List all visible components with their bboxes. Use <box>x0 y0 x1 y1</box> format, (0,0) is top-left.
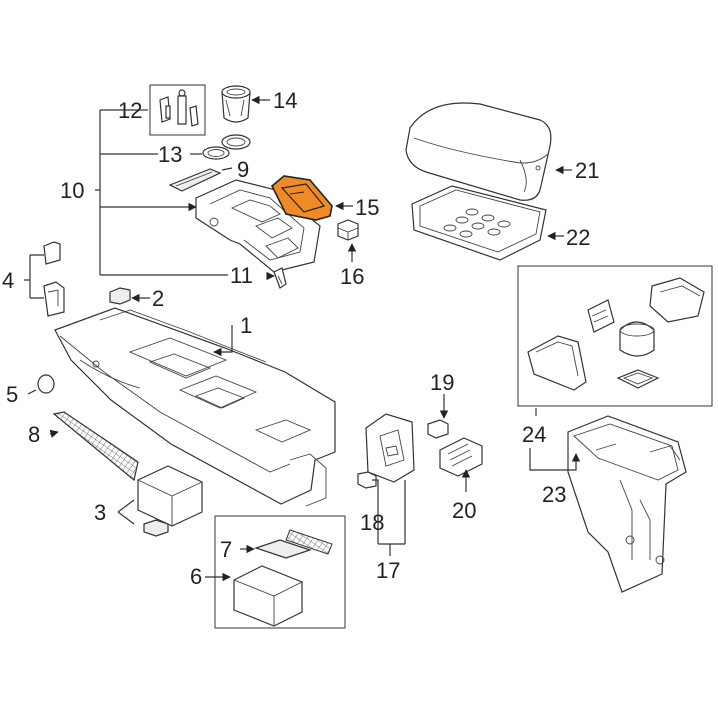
part-3-bracket <box>137 465 203 537</box>
leader-23 <box>529 448 581 471</box>
part-5-plug <box>37 374 55 394</box>
part-24-components <box>527 277 705 391</box>
callout-13: 13 <box>158 142 182 167</box>
callout-18: 18 <box>360 510 384 535</box>
callout-19: 19 <box>430 370 454 395</box>
leader-1 <box>213 325 233 357</box>
callout-17: 17 <box>376 558 400 583</box>
callout-11: 11 <box>230 263 253 288</box>
part-21-armrest-lid <box>405 102 552 201</box>
callout-1: 1 <box>240 313 252 338</box>
leader-8 <box>49 429 59 438</box>
part-2-clip <box>109 287 131 305</box>
part-14-cup-holder <box>221 85 251 123</box>
leader-10-bracket <box>95 110 101 275</box>
part-19-clip <box>427 419 449 439</box>
part-6-bin <box>233 529 333 627</box>
part-20-vent <box>439 437 483 477</box>
part-18-clip <box>357 471 377 489</box>
leader-4 <box>24 254 44 299</box>
callout-10: 10 <box>60 178 84 203</box>
callout-9: 9 <box>237 157 249 182</box>
part-23-console-frame <box>567 415 687 593</box>
part-13-rings <box>202 134 251 160</box>
part-16-switch <box>337 219 359 241</box>
callout-24: 24 <box>522 422 546 447</box>
leader-5 <box>27 389 37 395</box>
leader-9 <box>221 167 233 171</box>
part-8-mesh-panel <box>52 411 139 482</box>
callout-3: 3 <box>94 500 106 525</box>
callout-6: 6 <box>190 564 202 589</box>
part-11-clip <box>273 267 287 289</box>
callout-2: 2 <box>152 286 164 311</box>
part-24-box <box>517 265 713 407</box>
part-9-trim-strip <box>168 168 222 192</box>
callout-4: 4 <box>2 268 14 293</box>
callout-20: 20 <box>452 498 476 523</box>
part-1-main-console <box>54 307 336 507</box>
part-6-box <box>214 515 346 629</box>
callout-16: 16 <box>340 264 364 289</box>
callout-8: 8 <box>28 422 40 447</box>
leader-3 <box>117 499 135 525</box>
leader-17-18 <box>372 479 406 544</box>
callout-22: 22 <box>566 225 590 250</box>
part-17-shifter-bezel <box>365 413 415 483</box>
callout-5: 5 <box>6 382 18 407</box>
callout-14: 14 <box>273 88 297 113</box>
part-4-brackets <box>43 241 65 317</box>
part-7-mat <box>254 539 312 559</box>
callout-7: 7 <box>220 537 232 562</box>
callout-15: 15 <box>355 195 379 220</box>
part-12-clips-group <box>149 84 206 136</box>
part-22-storage-tray <box>411 185 547 261</box>
callout-21: 21 <box>575 158 599 183</box>
part-15-tray-mat <box>271 175 333 221</box>
callout-23: 23 <box>542 482 566 507</box>
